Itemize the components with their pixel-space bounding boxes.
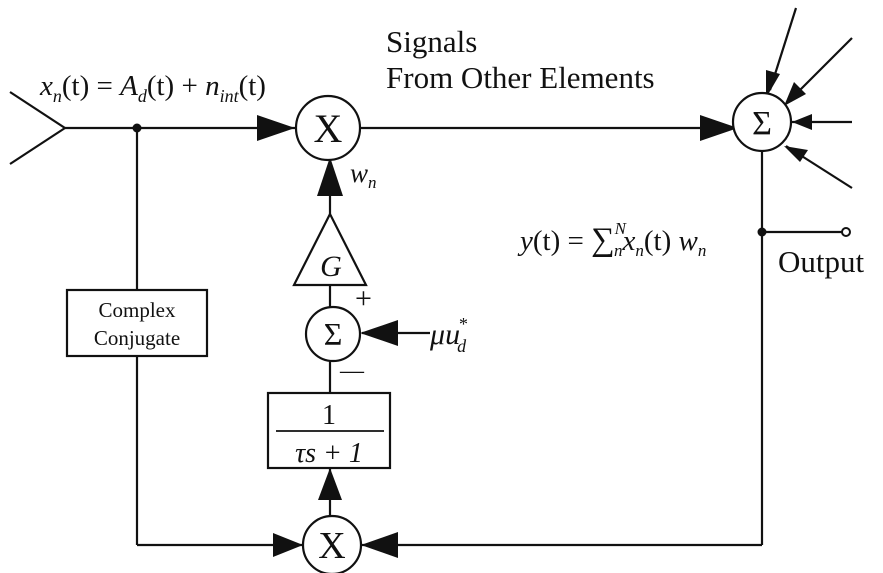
other-signal-arrow-2: [784, 82, 806, 106]
other-signal-arrow-3: [792, 114, 812, 130]
feedback-summer-symbol: Σ: [324, 316, 343, 352]
other-signal-arrow-1: [766, 70, 780, 98]
filter-numerator: 1: [322, 400, 336, 431]
feedback-minus-sign: —: [339, 358, 365, 384]
arrow-into-weight-multiplier-from-gain: [317, 157, 343, 196]
feedback-summer: [304, 305, 362, 363]
output-summer-symbol: Σ: [752, 105, 772, 142]
reference-label: μu*d: [429, 314, 467, 356]
arrow-into-lower-multiplier-right: [361, 532, 398, 558]
weight-multiplier: [294, 94, 362, 162]
conjugate-label-line-1: Complex: [99, 298, 176, 322]
correlation-multiplier: [301, 514, 363, 573]
antenna-icon: [9, 91, 66, 165]
arrow-into-output-summer: [700, 115, 738, 141]
weight-multiplier-symbol: X: [314, 106, 343, 151]
complex-conjugate-block: [65, 288, 209, 358]
weight-label: wn: [350, 158, 377, 192]
correlation-multiplier-symbol: X: [318, 525, 345, 567]
other-signal-arrow-4: [784, 146, 808, 162]
arrow-into-filter: [318, 468, 342, 500]
arrow-into-lower-multiplier: [273, 533, 303, 557]
filter-denominator: τs + 1: [295, 438, 363, 469]
arrow-into-weight-multiplier: [257, 115, 295, 141]
output-summer: [731, 91, 793, 153]
signals-label-line-1: Signals: [386, 24, 477, 59]
gain-block: [292, 211, 368, 287]
gain-label: G: [320, 250, 342, 283]
signals-label-line-2: From Other Elements: [386, 60, 655, 95]
arrow-into-feedback-summer: [360, 320, 398, 346]
feedback-plus-sign: +: [355, 282, 372, 315]
output-label: Output: [778, 244, 865, 279]
output-terminal: [841, 227, 851, 237]
input-equation: xn(t) = Ad(t) + nint(t): [39, 70, 266, 106]
conjugate-label-line-2: Conjugate: [94, 326, 180, 350]
